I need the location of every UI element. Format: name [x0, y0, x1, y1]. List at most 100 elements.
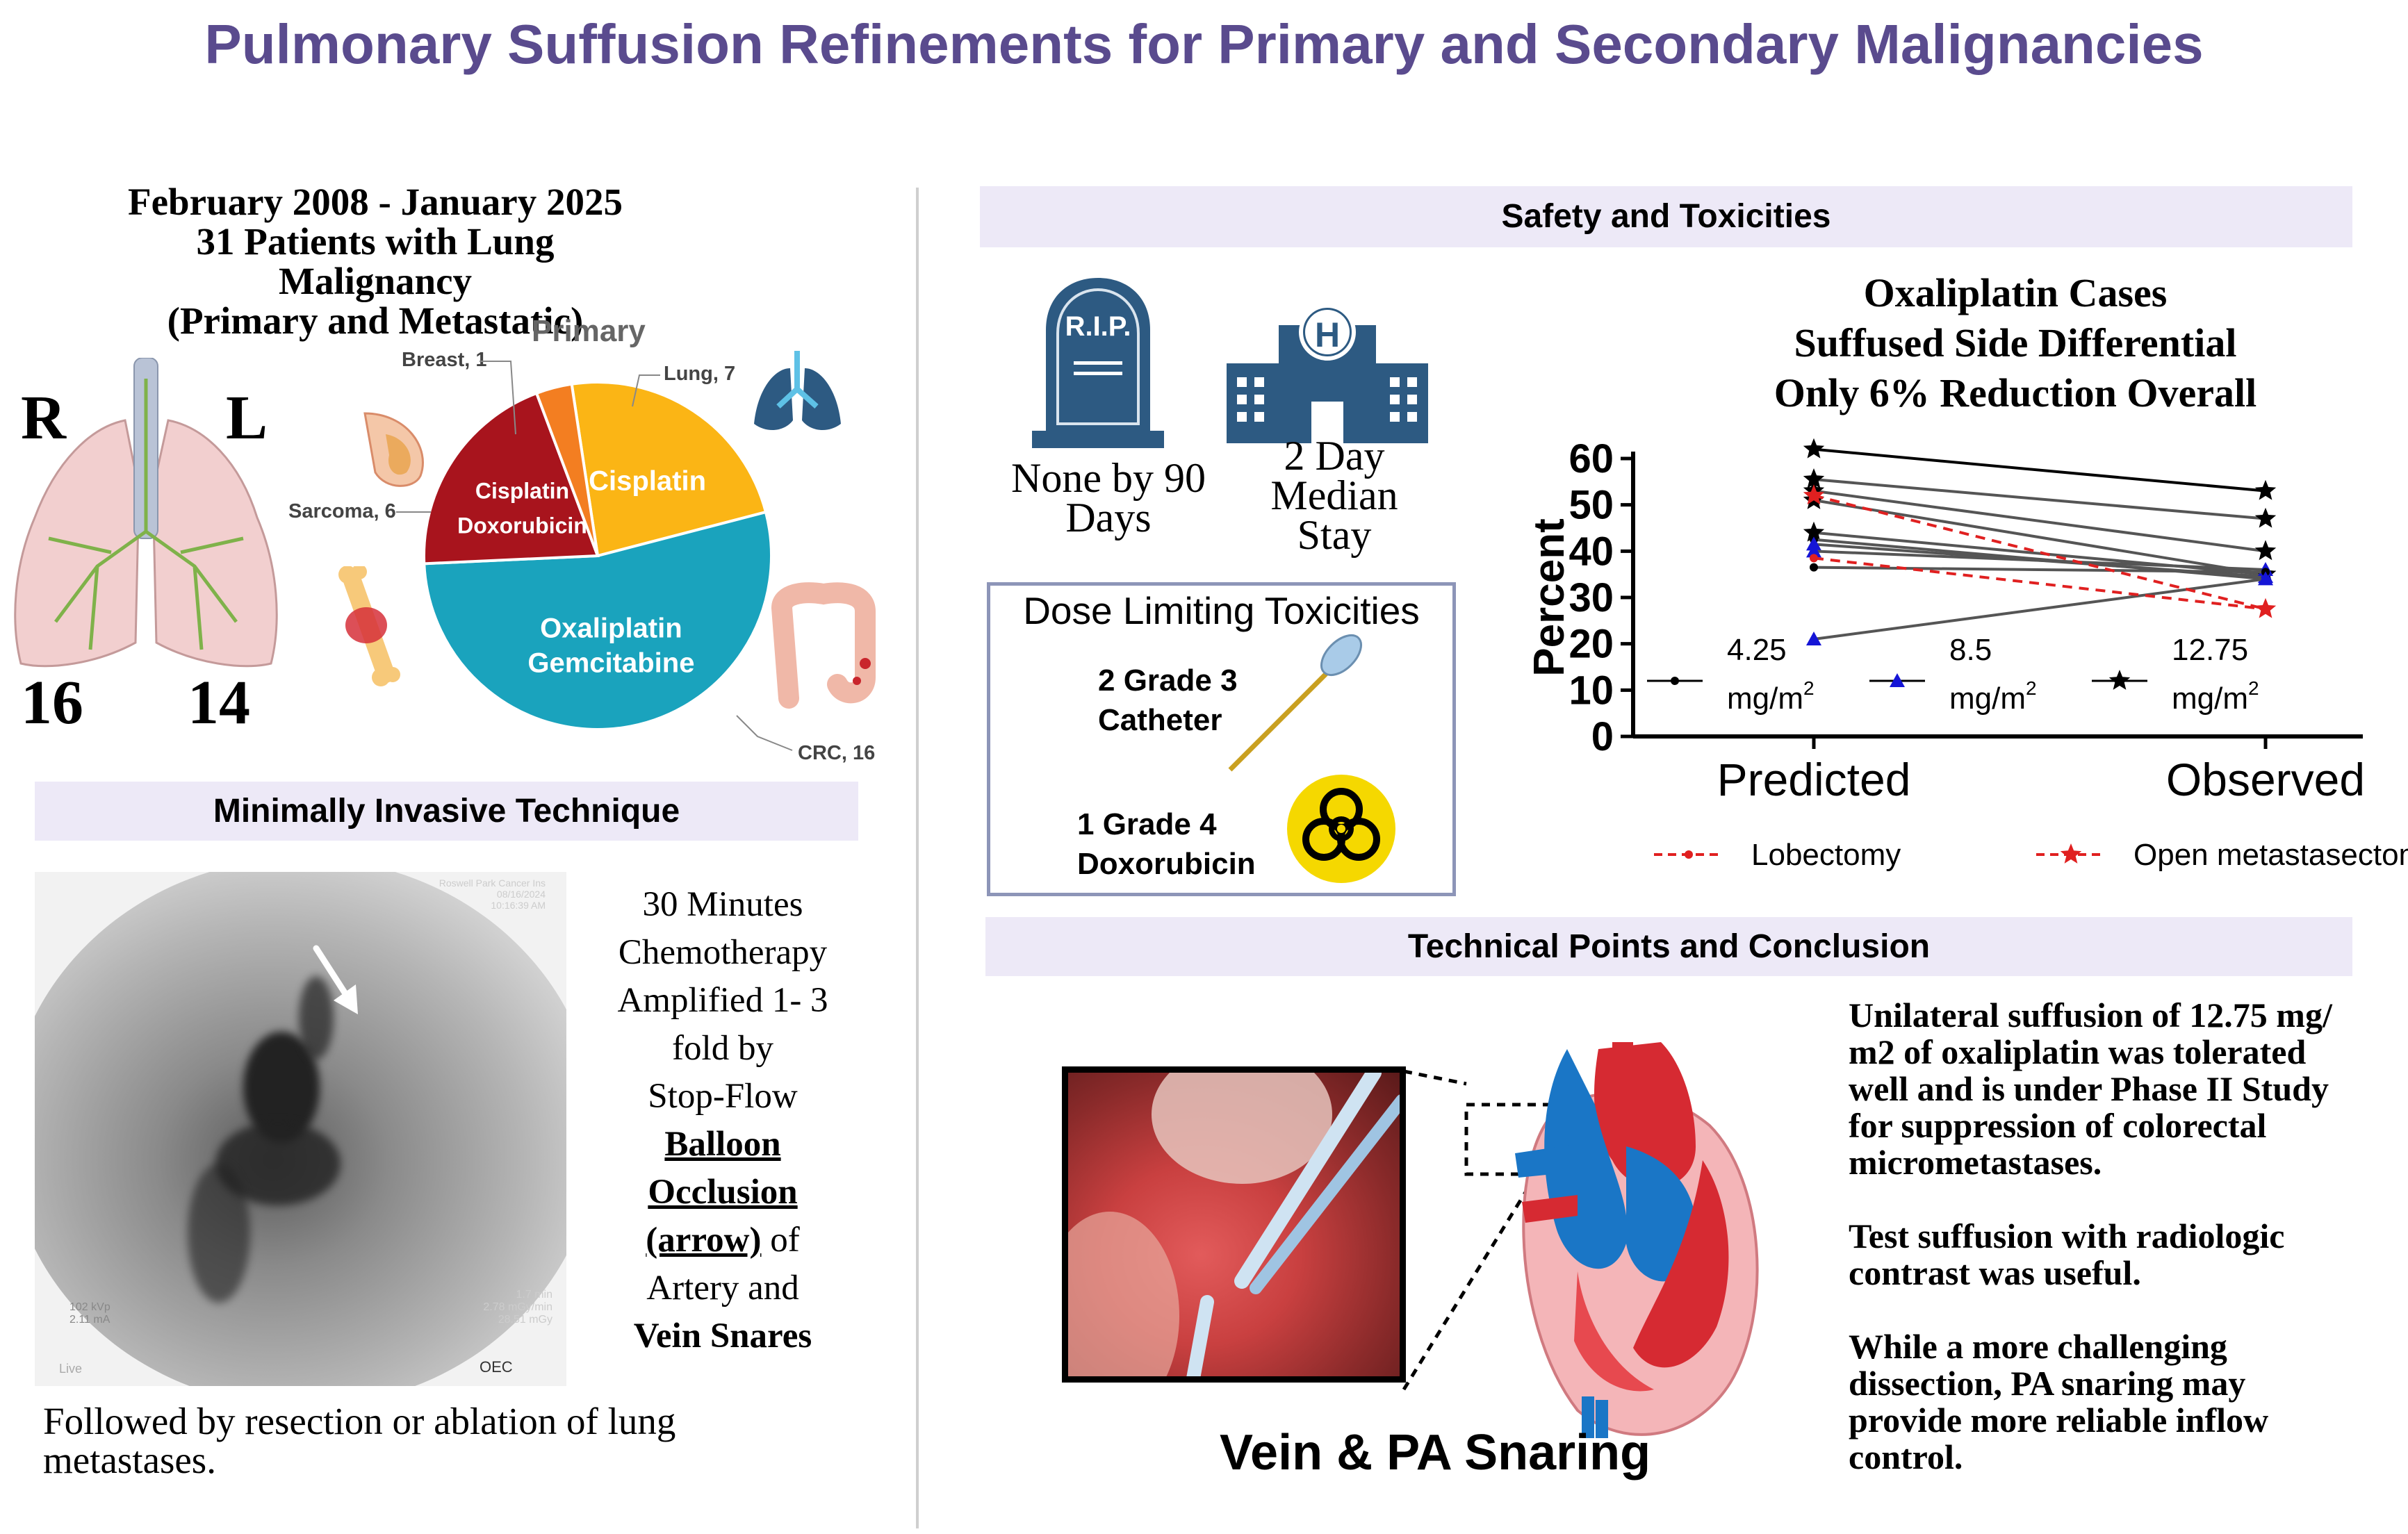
y-tick-label: 20 — [1569, 622, 1614, 667]
pie-label-0-0: Cisplatin — [589, 465, 706, 496]
series-point-0-observed — [2254, 479, 2277, 500]
fluoro-ma: 2.11 mA — [69, 1314, 110, 1326]
surgical-photo — [1062, 1066, 1406, 1383]
bone-icon — [338, 566, 400, 686]
balloon-arrow-icon — [313, 945, 358, 1014]
safety-band: Safety and Toxicities — [980, 186, 2352, 247]
series-point-9-observed — [2258, 571, 2273, 586]
callout-leader-lines — [396, 361, 793, 751]
dose-legend-unit-1: mg/m2 — [1949, 677, 2037, 716]
series-line-1 — [1813, 478, 2266, 520]
pie-label-1-0: Oxaliplatin — [540, 613, 682, 644]
series-point-0-predicted — [1803, 438, 1825, 459]
heart-illustration — [1402, 1042, 1759, 1438]
catheter-icon — [1228, 634, 1363, 772]
y-tick-label: 0 — [1591, 714, 1614, 759]
series-line-3 — [1813, 499, 2266, 576]
series-point-11-predicted — [1810, 554, 1818, 563]
dose-legend-sup-1: 2 — [2026, 677, 2037, 699]
conclusion-2: Test suffusion with radiologic contrast … — [1849, 1217, 2285, 1292]
pie-label-2-1: Doxorubicin — [457, 513, 587, 538]
snaring-caption: Vein & PA Snaring — [1220, 1425, 1651, 1481]
fluoro-time: 10:16:39 AM — [491, 900, 546, 911]
right-lung-count: 16 — [21, 668, 83, 737]
series-line-2 — [1813, 489, 2266, 553]
callout-crc: CRC, 16 — [798, 742, 876, 764]
callout-sarcoma: Sarcoma, 6 — [288, 500, 396, 522]
series-line-10 — [1813, 494, 2266, 611]
dose-legend-value-1: 8.5 — [1949, 633, 1992, 667]
y-tick-label: 30 — [1569, 575, 1614, 620]
breast-icon — [363, 412, 424, 487]
dose-legend-value-2: 12.75 — [2172, 633, 2248, 667]
series-point-11-observed — [2261, 604, 2270, 613]
dlt-grade3: 2 Grade 3 Catheter — [1098, 663, 1238, 737]
fluoro-date: 08/16/2024 — [496, 889, 546, 900]
series-line-8 — [1813, 566, 2266, 574]
pie-slice-0 — [570, 381, 768, 558]
y-tick-label: 50 — [1569, 483, 1614, 528]
right-lung-label: R — [21, 384, 66, 452]
fluoro-time-elapsed: 1.7 min — [516, 1289, 552, 1301]
pie-label-1-1: Gemcitabine — [527, 648, 694, 679]
dose-legend-marker-1 — [1890, 673, 1905, 687]
fluoro-oec: OEC — [480, 1358, 513, 1376]
style-legend-marker-1 — [2060, 843, 2082, 864]
series-line-9 — [1813, 577, 2266, 641]
series-point-4-predicted — [1803, 521, 1825, 542]
study-patients: 31 Patients with Lung Malignancy — [196, 220, 555, 302]
fluoroscopy-image: Roswell Park Cancer Ins 08/16/2024 10:16… — [35, 872, 566, 1386]
technical-band: Technical Points and Conclusion — [985, 917, 2352, 976]
fluoro-dose: 28.51 mGy — [498, 1314, 552, 1326]
series-point-9-predicted — [1806, 632, 1821, 645]
x-tick-label: Observed — [2166, 754, 2365, 805]
pie-slice-3 — [534, 382, 599, 556]
fluoro-dose-rate: 2.78 mGy/min — [483, 1301, 552, 1313]
dose-legend-marker-2 — [2108, 670, 2131, 690]
study-header: February 2008 - January 2025 31 Patients… — [104, 182, 646, 340]
callout-breast: Breast, 1 — [402, 349, 487, 371]
followed-by-text: Followed by resection or ablation of lun… — [43, 1400, 676, 1481]
style-legend-marker-0 — [1685, 850, 1693, 859]
biohazard-icon — [1287, 775, 1395, 883]
rip-text: R.I.P. — [1065, 311, 1131, 342]
dose-legend-value-0: 4.25 — [1727, 633, 1787, 667]
x-tick-label: Predicted — [1717, 754, 1911, 805]
fluoro-institution: Roswell Park Cancer Ins — [439, 877, 546, 889]
stay-text: 2 Day Median Stay — [1270, 433, 1398, 558]
technique-band: Minimally Invasive Technique — [35, 782, 858, 841]
column-divider — [916, 188, 919, 1528]
y-tick-label: 60 — [1569, 436, 1614, 481]
callout-lung: Lung, 7 — [664, 363, 736, 385]
page-title: Pulmonary Suffusion Refinements for Prim… — [204, 13, 2204, 75]
pie-label-2-0: Cisplatin — [475, 478, 569, 503]
left-lung-count: 14 — [188, 668, 250, 737]
style-legend-label-0: Lobectomy — [1751, 838, 1901, 872]
conclusion-3: While a more challenging dissection, PA … — [1849, 1327, 2269, 1476]
series-point-1-predicted — [1803, 468, 1825, 488]
hospital-icon — [1227, 304, 1428, 443]
mortality-text: None by 90 Days — [1011, 455, 1206, 541]
style-legend-label-1: Open metastasectomy — [2133, 838, 2408, 872]
dose-legend-unit-2: mg/m2 — [2172, 677, 2259, 716]
dlt-box: Dose Limiting Toxicities 2 Grade 3 Cathe… — [987, 582, 1456, 896]
y-tick-label: 10 — [1569, 668, 1614, 713]
series-line-7 — [1813, 550, 2266, 571]
study-dates: February 2008 - January 2025 — [128, 181, 623, 223]
colon-icon — [771, 582, 876, 709]
series-line-0 — [1813, 447, 2266, 493]
conclusion-text: Unilateral suffusion of 12.75 mg/ m2 of … — [1849, 997, 2363, 1476]
technique-text: 30 Minutes Chemotherapy Amplified 1- 3 f… — [617, 885, 828, 1355]
series-point-2-observed — [2254, 540, 2277, 561]
tombstone-icon — [1032, 278, 1164, 448]
vessel-loop-icon — [1186, 1073, 1400, 1376]
hospital-letter: H — [1314, 315, 1341, 354]
chart-title: Oxaliplatin Cases Suffused Side Differen… — [1774, 270, 2257, 415]
series-point-1-observed — [2254, 507, 2277, 528]
pie-slice-1 — [423, 510, 773, 731]
dlt-title: Dose Limiting Toxicities — [1023, 589, 1420, 632]
lungs-illustration — [14, 358, 278, 668]
series-line-11 — [1813, 556, 2266, 611]
pie-slice-2 — [423, 391, 600, 566]
